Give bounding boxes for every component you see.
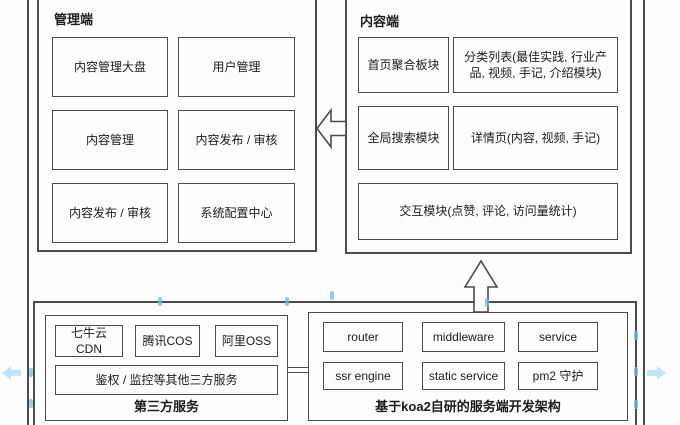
- third-party-title: 第三方服务: [133, 399, 199, 414]
- module-label: middleware: [432, 329, 495, 344]
- module-tencent-cos[interactable]: 腾讯COS: [135, 325, 200, 357]
- connection-point: [285, 297, 289, 306]
- connection-point: [330, 291, 334, 300]
- module-ali-oss[interactable]: 阿里OSS: [215, 325, 278, 357]
- quick-arrow-right-icon[interactable]: [647, 366, 666, 380]
- server-title: 基于koa2自研的服务端开发架构: [375, 399, 561, 414]
- connection-point: [634, 400, 638, 409]
- module-label: 内容管理大盘: [73, 59, 146, 74]
- module-content-management[interactable]: 内容管理: [52, 110, 168, 170]
- module-interaction[interactable]: 交互模块(点赞, 评论, 访问量统计): [358, 183, 618, 240]
- connection-point: [634, 331, 638, 340]
- module-label: 首页聚合板块: [367, 57, 440, 72]
- module-label: 内容发布 / 审核: [195, 132, 278, 147]
- quick-arrow-left-icon[interactable]: [2, 366, 21, 380]
- module-label: static service: [428, 368, 499, 383]
- module-label: pm2 守护: [532, 368, 584, 383]
- module-pm2-daemon[interactable]: pm2 守护: [518, 362, 598, 390]
- module-label: router: [347, 329, 379, 344]
- module-label: 详情页(内容, 视频, 手记): [470, 130, 601, 145]
- module-label: 全局搜索模块: [367, 130, 440, 145]
- module-label: 内容发布 / 审核: [68, 205, 151, 220]
- outer-container-right-edge: [643, 0, 645, 425]
- module-label: 阿里OSS: [221, 333, 272, 348]
- module-label: 内容管理: [85, 132, 134, 147]
- module-content-dashboard[interactable]: 内容管理大盘: [52, 37, 168, 97]
- outer-container-left-edge: [27, 0, 29, 425]
- module-system-config-center[interactable]: 系统配置中心: [178, 183, 295, 243]
- module-service[interactable]: service: [518, 322, 598, 352]
- module-label: 交互模块(点赞, 评论, 访问量统计): [399, 204, 577, 219]
- module-router[interactable]: router: [323, 322, 403, 352]
- module-label: 鉴权 / 监控等其他三方服务: [95, 372, 238, 387]
- module-static-service[interactable]: static service: [422, 362, 505, 390]
- module-label: 分类列表(最佳实践, 行业产品, 视频, 手记, 介绍模块): [464, 49, 607, 80]
- module-user-management[interactable]: 用户管理: [178, 37, 295, 97]
- server-to-content-arrow[interactable]: [463, 259, 499, 313]
- admin-panel-title: 管理端: [54, 12, 94, 27]
- connection-point: [29, 368, 33, 377]
- module-label: service: [538, 329, 577, 344]
- module-auth-monitor[interactable]: 鉴权 / 监控等其他三方服务: [55, 365, 278, 395]
- module-qiniu-cdn[interactable]: 七牛云 CDN: [55, 325, 123, 357]
- module-content-publish-review-2[interactable]: 内容发布 / 审核: [52, 183, 168, 243]
- module-global-search[interactable]: 全局搜索模块: [358, 106, 449, 170]
- connection-point: [29, 399, 33, 408]
- third-party-server-connector[interactable]: [288, 367, 308, 373]
- module-label: ssr engine: [335, 368, 391, 383]
- module-middleware[interactable]: middleware: [422, 322, 505, 352]
- module-home-aggregate[interactable]: 首页聚合板块: [358, 37, 449, 93]
- module-content-publish-review-1[interactable]: 内容发布 / 审核: [178, 110, 295, 170]
- module-label: 腾讯COS: [142, 333, 193, 348]
- module-category-list[interactable]: 分类列表(最佳实践, 行业产品, 视频, 手记, 介绍模块): [453, 37, 618, 93]
- connection-point: [485, 298, 489, 307]
- content-to-admin-arrow[interactable]: [315, 107, 347, 150]
- connection-point: [634, 367, 638, 376]
- content-panel-title: 内容端: [360, 14, 400, 29]
- module-label: 七牛云 CDN: [70, 325, 107, 356]
- module-ssr-engine[interactable]: ssr engine: [323, 362, 403, 390]
- connection-point: [158, 297, 162, 306]
- module-label: 系统配置中心: [200, 205, 273, 220]
- module-detail-page[interactable]: 详情页(内容, 视频, 手记): [453, 106, 618, 170]
- module-label: 用户管理: [212, 59, 261, 74]
